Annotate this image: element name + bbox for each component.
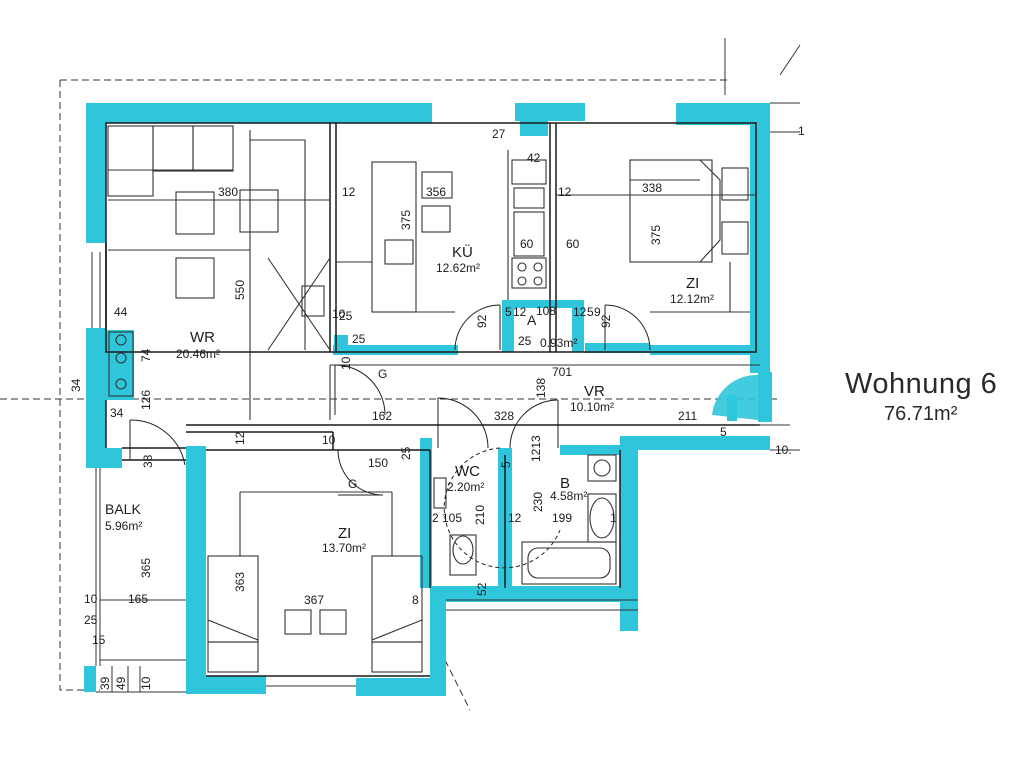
dim-label: 5 (499, 461, 513, 468)
dim-label: 10. (775, 443, 792, 457)
dim-label: 60 (566, 237, 580, 251)
dim-label: 10 (332, 307, 346, 321)
outer-dashed-boundary (0, 38, 801, 711)
dim-label: 2 105 (432, 511, 462, 525)
unit-area: 76.71m² (884, 403, 958, 425)
room-zi-bottom-name: ZI (338, 525, 351, 542)
room-vr-area: 10.10m² (570, 400, 614, 414)
room-wc-area: 2.20m² (447, 480, 484, 494)
dim-label: 34 (110, 406, 124, 420)
room-ku-name: KÜ (452, 243, 473, 261)
dim-label: 12 (233, 431, 247, 445)
dim-label: 12 (508, 511, 522, 525)
dim-label: 375 (399, 210, 413, 230)
dim-label: 138 (534, 378, 548, 398)
dim-label: 356 (426, 185, 446, 199)
dim-label: 126 (139, 390, 153, 410)
dim-label: 52 (475, 582, 489, 596)
dim-label: 10 (139, 676, 153, 690)
bedroom-bottom-furniture (207, 491, 423, 673)
dim-label: 44 (114, 305, 128, 319)
dim-label: 27 (492, 127, 506, 141)
dim-label: G (348, 477, 357, 491)
hall-doors (334, 364, 561, 569)
room-zi-bottom-area: 13.70m² (322, 541, 366, 555)
dim-label: 211 (678, 409, 697, 423)
room-a-area: 0.93m² (540, 336, 577, 350)
room-wr-area: 20.46m² (176, 347, 220, 361)
dim-label: 10 (339, 356, 353, 370)
room-wc-name: WC (455, 463, 480, 480)
dim-label: 10 (84, 592, 98, 606)
dim-label: 365 (139, 558, 153, 578)
room-zi-top-name: ZI (686, 275, 699, 292)
dim-label: 1213 (529, 435, 543, 462)
dim-label: 363 (233, 572, 247, 592)
room-wr-name: WR (190, 329, 215, 346)
dim-label: 25 (352, 332, 366, 346)
dim-label: 199 (552, 511, 572, 525)
dim-label: 9 (594, 305, 601, 319)
room-ku-area: 12.62m² (436, 261, 480, 275)
dim-label: 12 (342, 185, 356, 199)
exterior-walls-highlight (84, 103, 772, 696)
dim-label: 165 (128, 592, 148, 606)
room-b-area: 4.58m² (550, 489, 587, 503)
wall-outlines (95, 102, 800, 693)
dim-label: 15 (92, 633, 106, 647)
dim-label: 12 (513, 305, 527, 319)
dim-label: 5 (587, 305, 594, 319)
dim-label: 12 (573, 305, 587, 319)
room-balk-name: BALK (105, 501, 141, 517)
dim-label: 92 (475, 314, 489, 328)
dim-label: 367 (304, 593, 324, 607)
room-a-name: A (527, 312, 537, 328)
dim-label: 34 (69, 378, 83, 392)
room-balk-area: 5.96m² (105, 519, 142, 533)
dim-label: 5 (505, 305, 512, 319)
dim-label: 380 (218, 185, 238, 199)
dim-label: 701 (552, 365, 572, 379)
dimension-labels: 380 550 44 74 34 34 126 38 12 10 356 375… (69, 124, 805, 690)
dim-label: G (378, 367, 387, 381)
dim-label: 162 (372, 409, 392, 423)
dim-label: 8 (412, 593, 419, 607)
dim-label: 39 (98, 676, 112, 690)
unit-name: Wohnung 6 (845, 368, 998, 400)
dim-label: 375 (649, 225, 663, 245)
living-room-furniture (91, 125, 760, 466)
dim-label: 25 (339, 309, 353, 323)
dim-label: 230 (531, 492, 545, 512)
room-labels: WR 20.46m² KÜ 12.62m² ZI 12.12m² A 0.93m… (105, 243, 714, 555)
dim-label: 5 (720, 425, 727, 439)
dim-label: 1 (798, 124, 805, 138)
dim-label: 92 (599, 314, 613, 328)
bathroom-fixtures (433, 454, 617, 585)
bedroom-top-furniture (556, 159, 756, 351)
dim-label: 25 (399, 446, 413, 460)
dim-label: 108 (536, 304, 556, 318)
dim-label: 338 (642, 181, 662, 195)
room-vr-name: VR (584, 383, 605, 400)
dim-label: 42 (527, 151, 541, 165)
dim-label: 49 (114, 676, 128, 690)
dim-label: 38 (141, 454, 155, 468)
dim-label: 328 (494, 409, 514, 423)
kitchen-furniture (336, 150, 547, 351)
dim-label: 12 (558, 185, 572, 199)
dim-label: 74 (139, 348, 153, 362)
dim-label: 150 (368, 456, 388, 470)
dim-label: 25 (84, 613, 98, 627)
dim-label: 550 (233, 280, 247, 300)
room-b-name: B (560, 475, 570, 492)
room-zi-top-area: 12.12m² (670, 292, 714, 306)
dim-label: 60 (520, 237, 534, 251)
balcony-outline (100, 599, 186, 692)
dim-label: 210 (473, 505, 487, 525)
dim-label: 1 (610, 511, 617, 525)
dim-label: 10 (322, 433, 336, 447)
dim-label: 25 (518, 334, 532, 348)
